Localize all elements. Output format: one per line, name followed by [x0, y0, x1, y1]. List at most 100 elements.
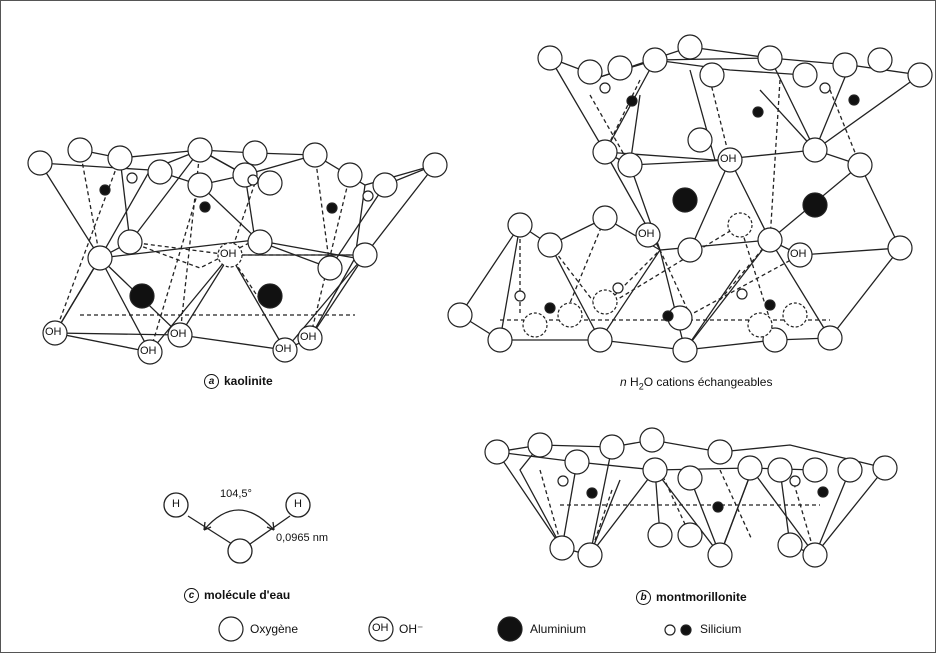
silicon-atom — [848, 94, 860, 106]
oxygen-atom — [907, 62, 933, 88]
oxygen-atom — [527, 432, 553, 458]
oxygen-atom — [549, 535, 575, 561]
hydroxyl-atom — [217, 242, 243, 268]
oxygen-atom — [762, 327, 788, 353]
oxygen-atom — [642, 47, 668, 73]
silicon-atom — [712, 501, 724, 513]
legend-symbols — [218, 616, 692, 642]
silicon-atom — [557, 475, 569, 487]
oxygen-atom — [522, 312, 548, 338]
oxygen-atom — [872, 455, 898, 481]
interlayer-label: n H2O cations échangeables — [620, 375, 772, 391]
montmorillonite-title: montmorillonite — [656, 590, 747, 604]
interlayer-subscript: 2 — [638, 381, 644, 392]
oxygen-atom — [672, 337, 698, 363]
oxygen-atom — [537, 232, 563, 258]
interlayer-n: n — [620, 375, 627, 389]
montmorillonite-layer-atoms — [484, 427, 898, 568]
legend-silicon-label: Silicium — [700, 622, 742, 636]
legend-oxygen-icon — [218, 616, 244, 642]
montmorillonite-caption: b montmorillonite — [636, 590, 747, 605]
oxygen-atom — [487, 327, 513, 353]
oxygen-atom — [599, 434, 625, 460]
oxygen-atom — [587, 327, 613, 353]
silicon-atom — [662, 310, 674, 322]
silicon-atom — [817, 486, 829, 498]
oxygen-atom — [607, 55, 633, 81]
caption-letter-c: c — [184, 588, 199, 603]
kaolinite-atoms — [27, 137, 448, 365]
silicon-atom — [752, 106, 764, 118]
oxygen-atom — [302, 142, 328, 168]
bond-angle-label: 104,5° — [220, 488, 252, 500]
silicon-atom — [99, 184, 111, 196]
silicon-atom — [126, 172, 138, 184]
oh-label: OH — [170, 328, 187, 340]
oxygen-atom — [767, 457, 793, 483]
legend-hydroxyl-symbol: OH — [372, 622, 389, 634]
oxygen-atom — [677, 237, 703, 263]
oxygen-atom — [677, 522, 703, 548]
oxygen-atom — [707, 439, 733, 465]
bond-angle-arc — [203, 509, 275, 531]
oxygen-atom — [242, 140, 268, 166]
caption-letter-b: b — [636, 590, 651, 605]
hydrogen-label-left: H — [172, 498, 180, 510]
oxygen-atom — [592, 205, 618, 231]
oxygen-atom — [757, 45, 783, 71]
oxygen-atom — [577, 542, 603, 568]
oh-label: OH — [300, 331, 317, 343]
hydroxyl-atom — [42, 320, 68, 346]
oxygen-atom — [737, 455, 763, 481]
hydrogen-atom-left — [163, 492, 189, 518]
interlayer-text: O cations échangeables — [643, 375, 773, 389]
oh-label: OH — [45, 326, 62, 338]
oxygen-atom — [352, 242, 378, 268]
legend-silicon-open-icon — [664, 624, 676, 636]
oxygen-atom — [227, 538, 253, 564]
oxygen-atom — [639, 427, 665, 453]
silicon-atom — [199, 201, 211, 213]
oh-bond-right — [249, 515, 291, 545]
angle-arrow-right — [266, 521, 275, 531]
oxygen-atom — [747, 312, 773, 338]
oxygen-atom — [372, 172, 398, 198]
oh-label: OH — [790, 248, 807, 260]
oxygen-atom — [507, 212, 533, 238]
silicon-atom — [362, 190, 374, 202]
angle-arrow-left — [203, 521, 212, 531]
oxygen-atom — [537, 45, 563, 71]
oxygen-atom — [317, 255, 343, 281]
legend-aluminium-icon — [497, 616, 523, 642]
legend-hydroxyl-label: OH⁻ — [399, 622, 424, 636]
water-molecule — [163, 492, 311, 564]
bond-length-label: 0,0965 nm — [276, 532, 328, 544]
silicon-atom — [736, 288, 748, 300]
oxygen-atom — [817, 325, 843, 351]
oxygen-atom — [699, 62, 725, 88]
hydroxyl-atom — [137, 339, 163, 365]
oxygen-atom — [257, 170, 283, 196]
hydroxyl-atom — [727, 212, 753, 238]
legend-oxygen-label: Oxygène — [250, 622, 299, 636]
silicon-atom — [626, 95, 638, 107]
oxygen-atom — [187, 137, 213, 163]
silicon-atom — [514, 290, 526, 302]
silicon-atom — [544, 302, 556, 314]
oxygen-atom — [677, 465, 703, 491]
oxygen-atom — [592, 289, 618, 315]
oh-label: OH — [720, 153, 737, 165]
silicon-atom — [599, 82, 611, 94]
oh-label: OH — [140, 345, 157, 357]
aluminium-atom — [802, 192, 828, 218]
legend-aluminium-label: Aluminium — [530, 622, 587, 636]
hydrogen-atom-right — [285, 492, 311, 518]
caption-letter-a: a — [204, 374, 219, 389]
hydroxyl-atom — [717, 147, 743, 173]
oxygen-atom — [147, 159, 173, 185]
oxygen-atom — [837, 457, 863, 483]
oxygen-atom — [187, 172, 213, 198]
oxygen-atom — [27, 150, 53, 176]
oxygen-atom — [782, 302, 808, 328]
